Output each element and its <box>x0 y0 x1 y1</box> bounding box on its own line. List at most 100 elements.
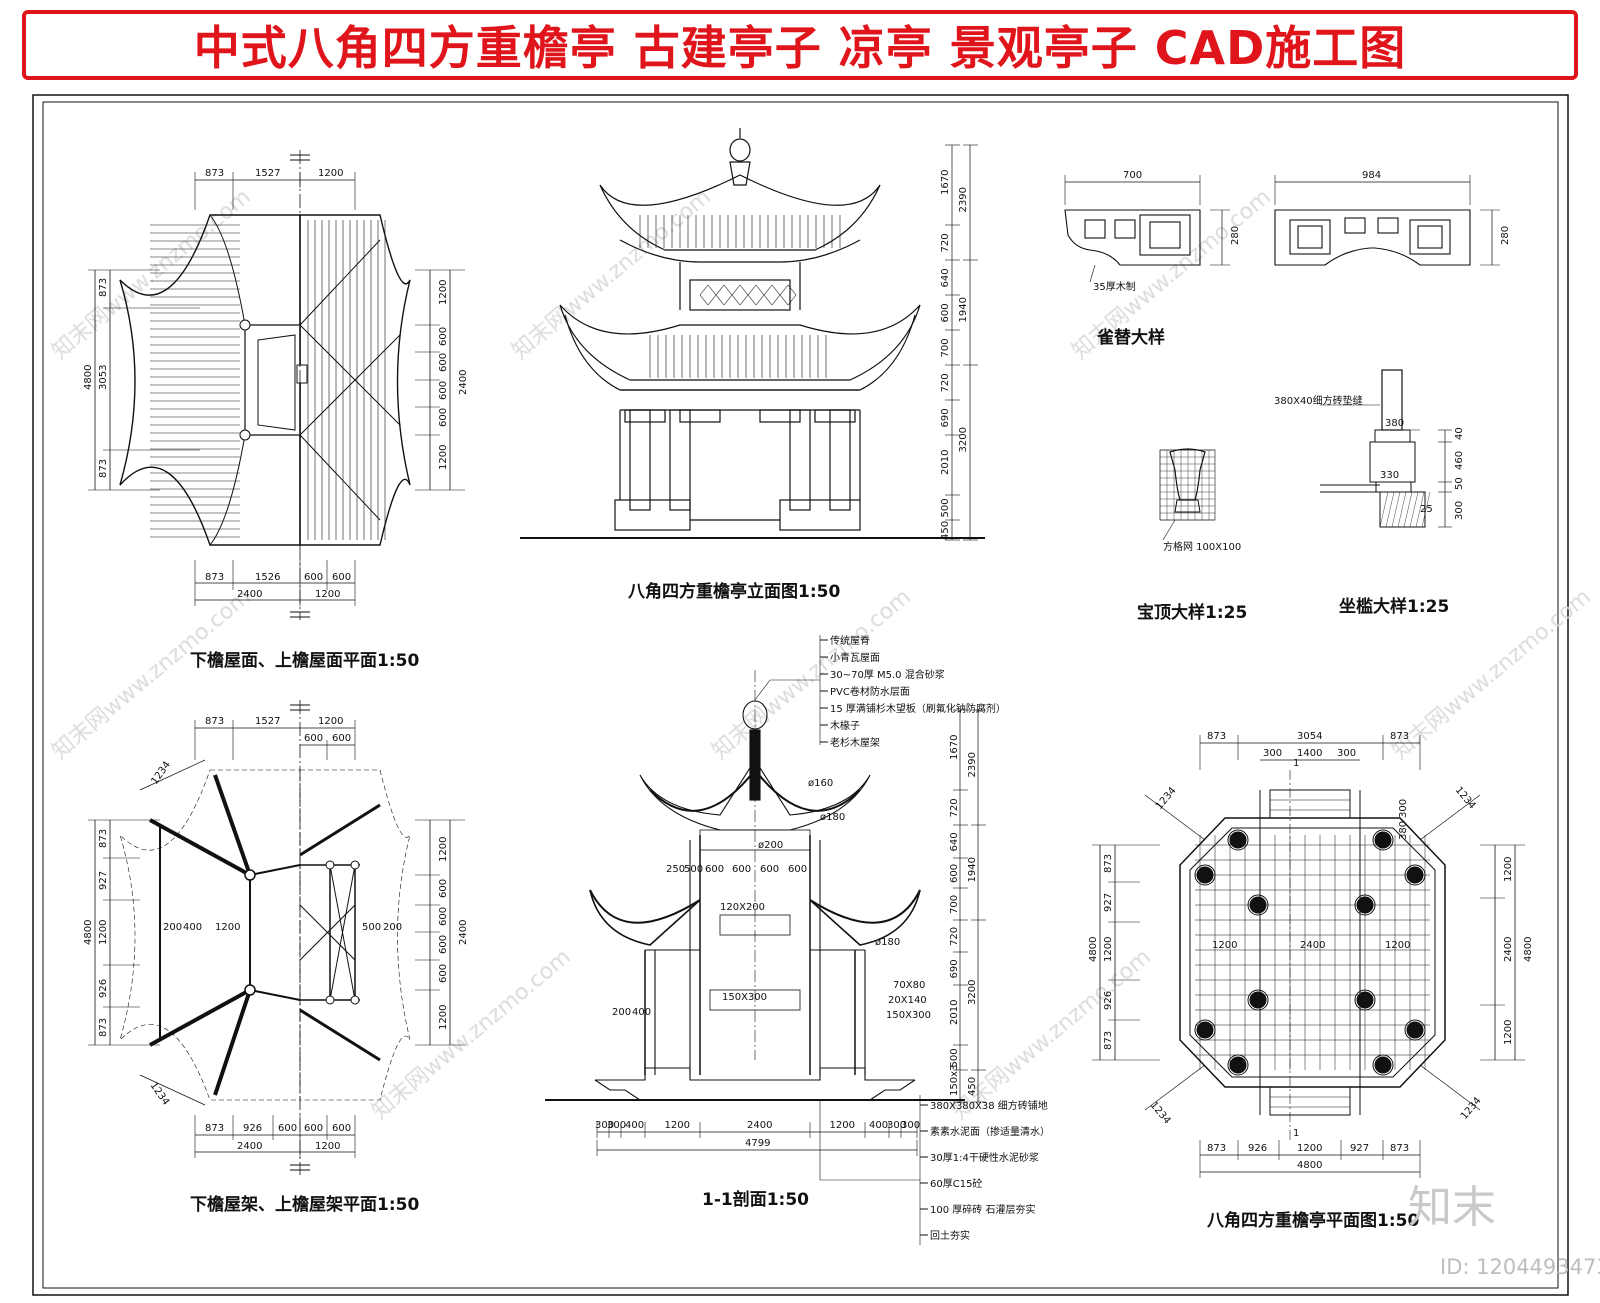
svg-text:380X40细方砖垫缝: 380X40细方砖垫缝 <box>1274 394 1363 407</box>
elevation-dim-2: 640 <box>940 268 951 287</box>
svg-text:ø180: ø180 <box>875 937 900 948</box>
svg-text:250: 250 <box>666 864 685 875</box>
svg-text:600: 600 <box>332 733 351 744</box>
svg-text:926: 926 <box>1103 991 1114 1010</box>
frame-plan <box>88 700 465 1175</box>
elevation-dim-9: 450 <box>940 521 951 540</box>
section-bottom-dim-3: 1200 <box>665 1120 690 1131</box>
svg-text:ø160: ø160 <box>808 778 833 789</box>
roof-layer-4: 15 厚满铺杉木望板（刷氟化钠防腐剂） <box>830 702 1006 715</box>
section-dim-2: 640 <box>949 832 960 851</box>
frame-plan-title: 下檐屋架、上檐屋架平面1:50 <box>190 1194 419 1215</box>
roof-layer-2: 30~70厚 M5.0 混合砂浆 <box>830 668 945 681</box>
elevation-dim-5: 720 <box>940 373 951 392</box>
svg-text:50: 50 <box>1454 477 1465 490</box>
svg-text:1: 1 <box>1293 758 1299 769</box>
svg-text:知末网www.znzmo.com: 知末网www.znzmo.com <box>48 584 256 764</box>
elevation-dim-6: 690 <box>940 408 951 427</box>
svg-text:873: 873 <box>1207 1143 1226 1154</box>
section-member-labels: ø160 ø180 ø200 120X200 150X300 ø180 70X8… <box>612 778 931 1021</box>
floor-layer-1: 素素水泥面（掺适量清水） <box>930 1125 1050 1138</box>
svg-text:926: 926 <box>243 1123 262 1134</box>
svg-text:600: 600 <box>332 1123 351 1134</box>
section-bottom-dim-2: 400 <box>625 1120 644 1131</box>
section-dim-8: 500 <box>949 1048 960 1067</box>
svg-text:3054: 3054 <box>1297 731 1322 742</box>
svg-text:1200: 1200 <box>1385 940 1410 951</box>
section-dim-5: 720 <box>949 927 960 946</box>
svg-text:1527: 1527 <box>255 716 280 727</box>
svg-text:1200: 1200 <box>1503 1020 1514 1045</box>
svg-text:知末网www.znzmo.com: 知末网www.znzmo.com <box>508 184 716 364</box>
svg-text:1200: 1200 <box>98 920 109 945</box>
svg-text:1527: 1527 <box>255 168 280 179</box>
floor-layer-0: 380X380X38 细方砖铺地 <box>930 1099 1048 1112</box>
svg-text:873: 873 <box>98 1018 109 1037</box>
svg-text:1200: 1200 <box>1103 937 1114 962</box>
svg-text:1234: 1234 <box>1453 785 1478 812</box>
svg-text:926: 926 <box>1248 1143 1267 1154</box>
svg-text:600: 600 <box>438 408 449 427</box>
floor-plan <box>1092 735 1525 1178</box>
svg-text:2400: 2400 <box>1300 940 1325 951</box>
svg-text:4800: 4800 <box>1523 937 1534 962</box>
svg-text:1200: 1200 <box>318 168 343 179</box>
svg-text:400: 400 <box>632 1007 651 1018</box>
svg-text:873: 873 <box>205 168 224 179</box>
svg-text:150X300: 150X300 <box>722 992 767 1003</box>
roof-layer-5: 木椽子 <box>830 719 860 732</box>
svg-text:600: 600 <box>705 864 724 875</box>
svg-text:1234: 1234 <box>148 1080 172 1107</box>
column-marker <box>1356 991 1374 1009</box>
svg-text:300: 300 <box>1263 748 1282 759</box>
svg-text:873: 873 <box>205 1123 224 1134</box>
svg-text:1234: 1234 <box>1154 785 1179 812</box>
section-bottom-dim-5: 1200 <box>830 1120 855 1131</box>
svg-text:1526: 1526 <box>255 572 280 583</box>
finial-title: 宝顶大样1:25 <box>1137 602 1247 623</box>
svg-text:1200: 1200 <box>438 1005 449 1030</box>
roof-layer-3: PVC卷材防水层面 <box>830 685 910 698</box>
svg-text:200: 200 <box>163 922 182 933</box>
section-bottom-dim-4: 2400 <box>747 1120 772 1131</box>
section-dim-3: 600 <box>949 864 960 883</box>
svg-text:927: 927 <box>1350 1143 1369 1154</box>
svg-text:150X300: 150X300 <box>886 1010 931 1021</box>
column-marker <box>1249 991 1267 1009</box>
svg-text:873: 873 <box>98 278 109 297</box>
floor-layer-2: 30厚1:4干硬性水泥砂浆 <box>930 1151 1039 1164</box>
frame-plan-dim-labels: 873 1527 1200 600 600 873 926 600 600 60… <box>83 716 469 1152</box>
svg-text:500: 500 <box>362 922 381 933</box>
column-marker <box>1229 831 1247 849</box>
svg-text:25: 25 <box>1420 504 1433 515</box>
section-dim-7: 2010 <box>949 1000 960 1025</box>
svg-text:4800: 4800 <box>1297 1160 1322 1171</box>
svg-text:600: 600 <box>788 864 807 875</box>
floor-plan-title: 八角四方重檐亭平面图1:50 <box>1207 1210 1419 1231</box>
svg-text:知末网www.znzmo.com: 知末网www.znzmo.com <box>48 184 256 364</box>
section-total-2: 3200 <box>967 980 978 1005</box>
elevation-dim-1: 720 <box>940 233 951 252</box>
section-bottom-dim-1: 300 <box>607 1120 626 1131</box>
svg-text:2400: 2400 <box>458 920 469 945</box>
svg-text:600: 600 <box>304 1123 323 1134</box>
svg-text:20X140: 20X140 <box>888 995 927 1006</box>
svg-text:600: 600 <box>760 864 779 875</box>
section-dim-0: 1670 <box>949 735 960 760</box>
svg-text:1400: 1400 <box>1297 748 1322 759</box>
svg-text:873: 873 <box>98 829 109 848</box>
svg-text:1234: 1234 <box>149 760 173 787</box>
elevation-dim-8: 500 <box>940 498 951 517</box>
bench-detail <box>1320 369 1452 528</box>
svg-text:1200: 1200 <box>1212 940 1237 951</box>
svg-text:600: 600 <box>438 327 449 346</box>
elevation-total-2: 3200 <box>958 427 969 452</box>
inner-frame <box>42 101 1559 1289</box>
svg-text:873: 873 <box>1390 1143 1409 1154</box>
roof-plan-title: 下檐屋面、上檐屋面平面1:50 <box>190 650 419 671</box>
elevation-total-0: 2390 <box>958 187 969 212</box>
svg-text:4800: 4800 <box>83 920 94 945</box>
floor-plan-dim-labels: 873 3054 873 300 1400 300 873 926 1200 9… <box>1088 731 1534 1171</box>
bracket-dim-labels: 700 984 280 280 35厚木制 <box>1093 170 1511 293</box>
roof-plan <box>88 150 465 620</box>
